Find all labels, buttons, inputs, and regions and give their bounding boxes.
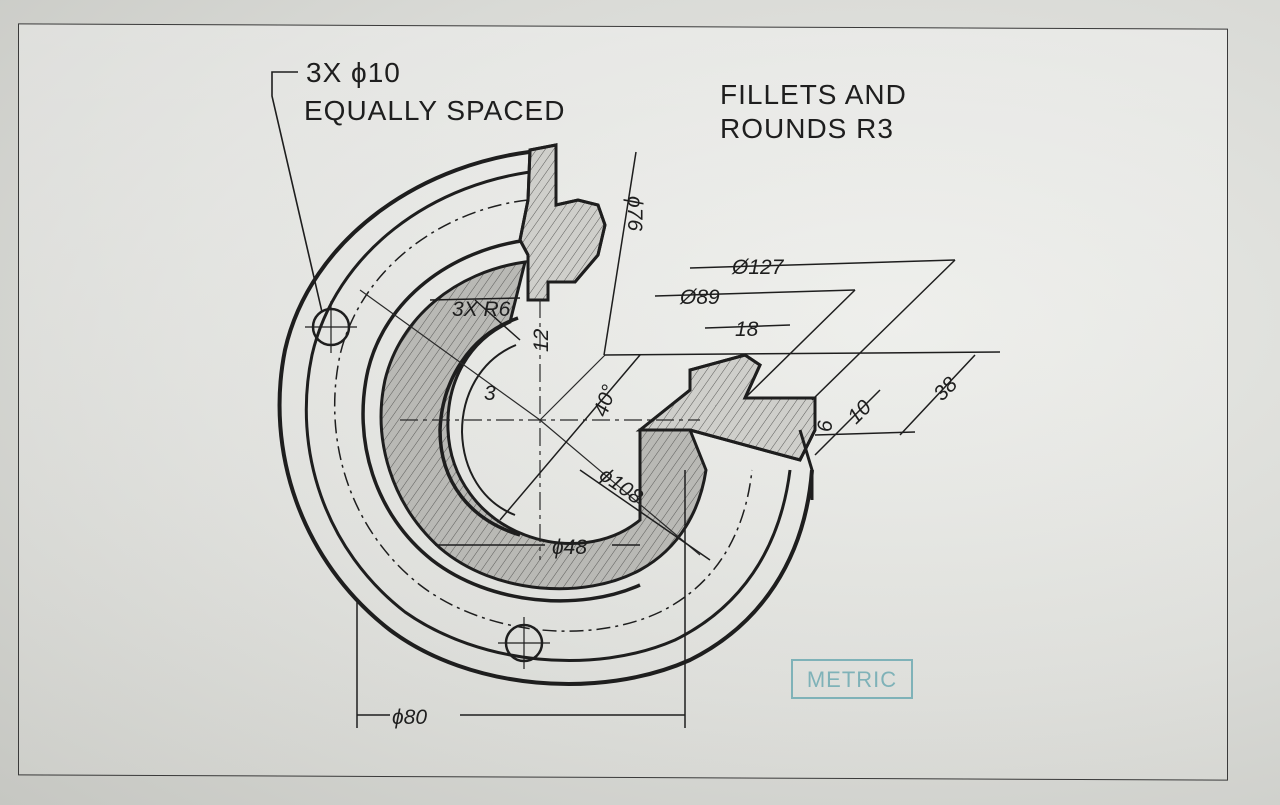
dim-3x-r6: 3X R6: [452, 298, 511, 321]
top-section-cut: [518, 143, 607, 302]
fillets-note-line1: FILLETS AND: [720, 79, 907, 110]
dimension-lines: [356, 151, 1001, 728]
bolt-hole-upper: [305, 301, 357, 353]
dim-18: 18: [735, 318, 759, 341]
right-section-cut: [635, 353, 817, 500]
fillets-note-line2: ROUNDS R3: [720, 113, 894, 144]
section-hatch: [379, 260, 708, 591]
dim-phi76: ϕ76: [623, 196, 646, 231]
dim-phi48: ϕ48: [552, 536, 587, 559]
bolt-hole-lower: [498, 617, 550, 669]
flange-outer: [277, 148, 814, 686]
dim-12: 12: [530, 328, 553, 352]
dim-10: 10: [843, 396, 876, 429]
holes-note-line2: EQUALLY SPACED: [304, 95, 565, 126]
dim-phi80: ϕ80: [392, 706, 427, 729]
dim-r3: 3: [484, 382, 496, 405]
metric-stamp: METRIC: [791, 659, 913, 699]
dim-angle-40: 40°: [589, 382, 621, 420]
inner-bore: [438, 316, 521, 537]
dim-phi89: Ø89: [679, 286, 720, 309]
dim-6: 6: [814, 420, 837, 432]
holes-leader: [271, 71, 323, 313]
center-lines: [359, 289, 701, 560]
dim-38: 38: [929, 373, 962, 406]
metric-stamp-text: METRIC: [807, 667, 897, 692]
holes-note-line1: 3X ϕ10: [306, 57, 401, 88]
dim-phi127: Ø127: [731, 256, 785, 279]
